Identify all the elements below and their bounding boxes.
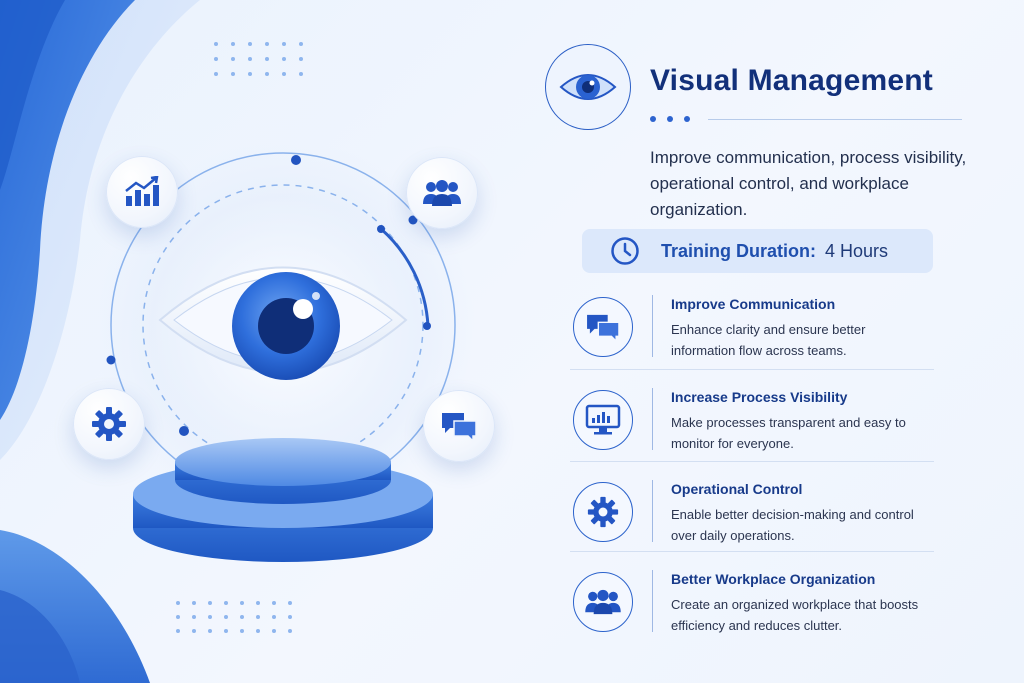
eye-illustration — [73, 140, 495, 562]
feature-divider — [570, 551, 934, 552]
feature-item-communication: Improve Communication Enhance clarity an… — [570, 293, 934, 373]
feature-icon-badge — [573, 390, 633, 450]
feature-divider — [570, 369, 934, 370]
feature-item-process-visibility: Increase Process Visibility Make process… — [570, 386, 934, 466]
feature-icon-badge — [573, 297, 633, 357]
dot-grid-bottom — [176, 601, 292, 633]
feature-icon-badge — [573, 572, 633, 632]
title-divider — [650, 114, 962, 126]
header-eye-badge — [545, 44, 631, 130]
feature-title: Better Workplace Organization — [671, 571, 876, 587]
feature-description: Make processes transparent and easy to m… — [671, 415, 906, 451]
gear-icon — [92, 407, 126, 441]
dot-grid-top — [214, 42, 303, 76]
feature-icon-badge — [573, 482, 633, 542]
feature-divider — [570, 461, 934, 462]
training-duration-banner: Training Duration: 4 Hours — [582, 229, 933, 273]
growth-chart-icon — [125, 176, 159, 206]
team-icon — [585, 589, 621, 615]
chat-bubbles-icon — [442, 413, 477, 442]
feature-title: Operational Control — [671, 481, 803, 497]
eye-icon — [559, 74, 617, 100]
feature-title: Increase Process Visibility — [671, 389, 848, 405]
gear-bubble — [73, 388, 145, 460]
feature-item-operational-control: Operational Control Enable better decisi… — [570, 478, 934, 558]
intro-text: Improve communication, process visibilit… — [650, 148, 967, 219]
gear-icon — [587, 496, 619, 528]
team-icon — [423, 180, 461, 206]
page-title: Visual Management — [650, 64, 933, 97]
feature-item-workplace-organization: Better Workplace Organization Create an … — [570, 568, 934, 648]
team-bubble — [406, 157, 478, 229]
feature-description: Create an organized workplace that boost… — [671, 597, 919, 633]
illustration-art — [95, 140, 475, 562]
feature-title: Improve Communication — [671, 296, 836, 312]
background-wave — [0, 0, 200, 683]
training-duration-value: 4 Hours — [825, 241, 889, 261]
training-duration-label: Training Duration: — [661, 241, 816, 261]
chat-bubble — [423, 390, 495, 462]
chat-bubbles-icon — [587, 314, 620, 342]
clock-icon — [611, 237, 639, 265]
feature-description: Enhance clarity and ensure better inform… — [671, 322, 866, 358]
feature-description: Enable better decision-making and contro… — [671, 507, 914, 543]
growth-chart-bubble — [106, 156, 178, 228]
monitor-chart-icon — [585, 404, 621, 435]
